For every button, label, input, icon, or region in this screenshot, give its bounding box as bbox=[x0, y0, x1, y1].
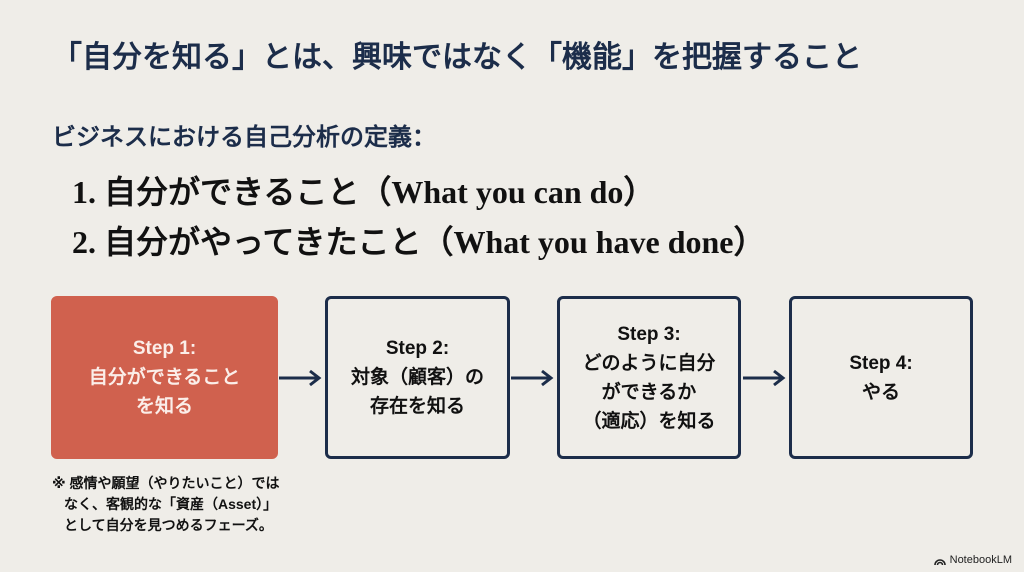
step-text: ができるか bbox=[601, 381, 697, 403]
step-label: Step 1: bbox=[132, 338, 197, 359]
step-3-box: Step 3: どのように自分 ができるか （適応）を知る bbox=[557, 296, 741, 459]
step-2-box: Step 2: 対象（顧客）の 存在を知る bbox=[325, 296, 510, 459]
step-text: （適応）を知る bbox=[582, 410, 716, 432]
footnote-line: ※ 感情や願望（やりたいこと）では bbox=[52, 475, 280, 491]
definition-item: 2. 自分がやってきたこと（What you have done） bbox=[72, 224, 766, 260]
step-text: どのように自分 bbox=[582, 352, 716, 374]
brand-logo: NotebookLM bbox=[933, 554, 1012, 566]
definition-item: 1. 自分ができること（What you can do） bbox=[72, 174, 656, 210]
arrow-right-icon bbox=[511, 369, 554, 387]
step-text: 自分ができること bbox=[88, 367, 241, 388]
footnote-line: なく、客観的な「資産（Asset）」 bbox=[64, 496, 278, 512]
step-4-box: Step 4: やる bbox=[789, 296, 973, 459]
step-text: やる bbox=[861, 381, 900, 403]
step-1-box: Step 1: 自分ができること を知る bbox=[51, 296, 278, 459]
notebooklm-logo-icon bbox=[933, 559, 946, 565]
step-label: Step 2: bbox=[385, 338, 450, 359]
step-label: Step 3: bbox=[617, 323, 681, 345]
subtitle: ビジネスにおける自己分析の定義： bbox=[52, 124, 436, 151]
arrow-right-icon bbox=[743, 369, 786, 387]
step-text: 存在を知る bbox=[369, 396, 465, 417]
brand-name: NotebookLM bbox=[949, 554, 1012, 566]
arrow-right-icon bbox=[279, 369, 322, 387]
step-text: 対象（顧客）の bbox=[350, 367, 484, 388]
footnote: ※ 感情や願望（やりたいこと）では なく、客観的な「資産（Asset）」 として… bbox=[52, 473, 280, 536]
step-text: を知る bbox=[135, 396, 193, 417]
step-label: Step 4: bbox=[849, 352, 913, 374]
footnote-line: として自分を見つめるフェーズ。 bbox=[64, 517, 273, 533]
slide-title: 「自分を知る」とは、興味ではなく「機能」を把握すること bbox=[52, 41, 862, 74]
